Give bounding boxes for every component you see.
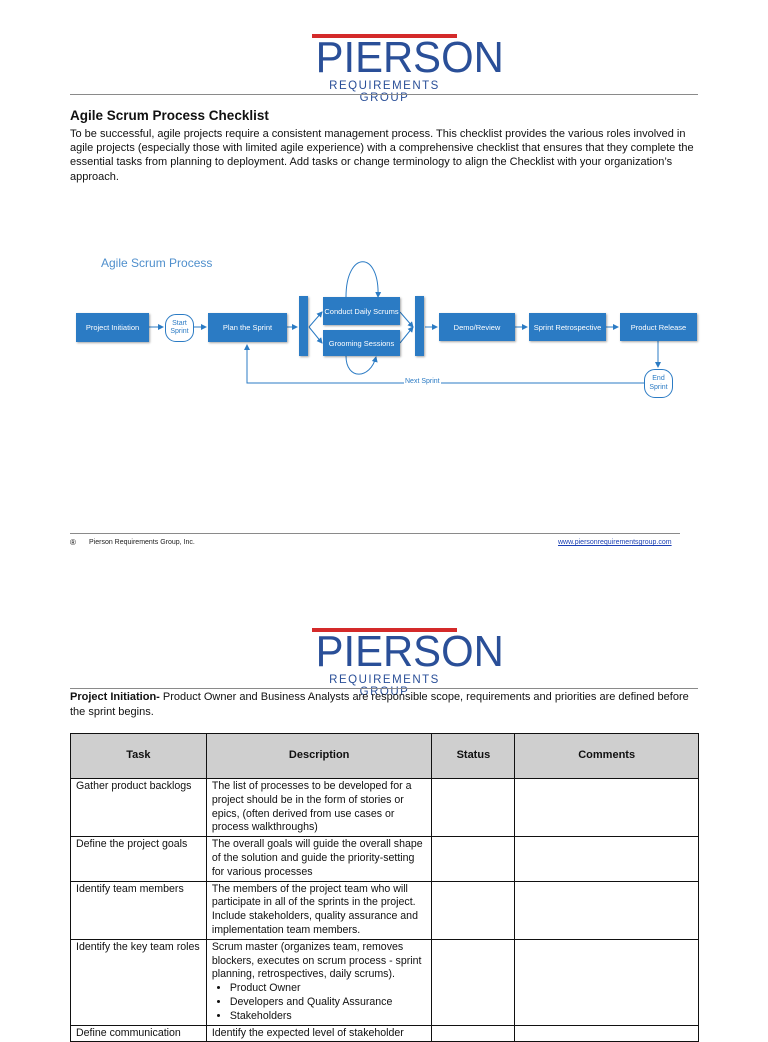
step-grooming-sessions: Grooming Sessions (323, 330, 400, 356)
logo-name: PIERSON (315, 627, 504, 676)
fork-bar (299, 296, 308, 356)
comments-cell[interactable] (514, 836, 699, 882)
section-text: Product Owner and Business Analysts are … (70, 691, 689, 718)
description-text: Scrum master (organizes team, removes bl… (211, 940, 422, 981)
logo-tagline: REQUIREMENTS GROUP (329, 674, 440, 698)
logo-bar (312, 34, 457, 38)
description-cell: The overall goals will guide the overall… (205, 836, 433, 882)
comments-cell[interactable] (514, 1024, 699, 1042)
footer-company: Pierson Requirements Group, Inc. (89, 539, 195, 546)
description-cell: The members of the project team who will… (205, 880, 433, 940)
company-logo-page2: PIERSON REQUIREMENTS GROUP (312, 627, 504, 698)
table-row: Define the project goals The overall goa… (70, 836, 699, 882)
logo-tagline: REQUIREMENTS GROUP (329, 80, 440, 104)
list-item: Product Owner (230, 982, 427, 996)
footer-link[interactable]: www.piersonrequirementsgroup.com (558, 539, 672, 546)
section-heading: Project Initiation- (70, 691, 160, 703)
end-sprint-terminator: End Sprint (644, 369, 673, 398)
task-cell: Define communication (70, 1024, 207, 1042)
description-cell: Scrum master (organizes team, removes bl… (205, 938, 433, 1026)
step-daily-scrums: Conduct Daily Scrums (323, 297, 400, 325)
step-plan-sprint: Plan the Sprint (208, 313, 287, 342)
step-product-release-label: Product Release (630, 322, 687, 332)
comments-cell[interactable] (514, 938, 699, 1026)
document-intro: To be successful, agile projects require… (70, 128, 694, 183)
end-sprint-label: End Sprint (649, 375, 668, 391)
header-comments: Comments (514, 733, 699, 779)
header-task: Task (70, 733, 207, 779)
next-sprint-label: Next Sprint (404, 378, 441, 385)
table-row: Identify the key team roles Scrum master… (70, 938, 699, 1026)
header-description: Description (205, 733, 433, 779)
task-table: Task Description Status Comments Gather … (70, 733, 699, 1042)
task-cell: Define the project goals (70, 836, 207, 882)
step-demo-review: Demo/Review (439, 313, 515, 341)
list-item: Stakeholders (230, 1010, 427, 1024)
table-header-row: Task Description Status Comments (70, 733, 699, 779)
role-list: Product Owner Developers and Quality Ass… (212, 982, 427, 1023)
status-cell[interactable] (431, 880, 516, 940)
step-sprint-retrospective: Sprint Retrospective (529, 313, 606, 341)
header-status: Status (431, 733, 516, 779)
table-row: Identify team members The members of the… (70, 880, 699, 940)
status-cell[interactable] (431, 1024, 516, 1042)
status-cell[interactable] (431, 938, 516, 1026)
start-sprint-label: Start Sprint (170, 319, 189, 336)
header-divider-page2 (70, 688, 698, 689)
description-cell: Identify the expected level of stakehold… (205, 1024, 433, 1042)
list-item: Developers and Quality Assurance (230, 996, 427, 1010)
step-demo-review-label: Demo/Review (453, 322, 501, 332)
logo-bar (312, 628, 457, 632)
step-sprint-retrospective-label: Sprint Retrospective (533, 322, 602, 332)
footer-divider (70, 533, 680, 534)
comments-cell[interactable] (514, 880, 699, 940)
step-daily-scrums-label: Conduct Daily Scrums (324, 306, 399, 316)
table-row: Define communication Identify the expect… (70, 1024, 699, 1042)
task-cell: Identify team members (70, 880, 207, 940)
join-bar (415, 296, 424, 356)
table-row: Gather product backlogs The list of proc… (70, 777, 699, 838)
step-plan-sprint-label: Plan the Sprint (222, 323, 273, 332)
header-divider (70, 94, 698, 95)
description-cell: The list of processes to be developed fo… (205, 777, 433, 838)
step-product-release: Product Release (620, 313, 697, 341)
document-title: Agile Scrum Process Checklist (70, 108, 269, 123)
status-cell[interactable] (431, 836, 516, 882)
diagram-title: Agile Scrum Process (101, 256, 213, 270)
task-cell: Identify the key team roles (70, 938, 207, 1026)
step-project-initiation: Project Initiation (76, 313, 149, 342)
step-grooming-sessions-label: Grooming Sessions (328, 338, 395, 348)
status-cell[interactable] (431, 777, 516, 838)
section-intro: Project Initiation- Product Owner and Bu… (70, 690, 698, 719)
copyright-icon: ® (70, 538, 76, 547)
step-project-initiation-label: Project Initiation (85, 323, 140, 332)
task-cell: Gather product backlogs (70, 777, 207, 838)
start-sprint-terminator: Start Sprint (165, 314, 194, 342)
comments-cell[interactable] (514, 777, 699, 838)
